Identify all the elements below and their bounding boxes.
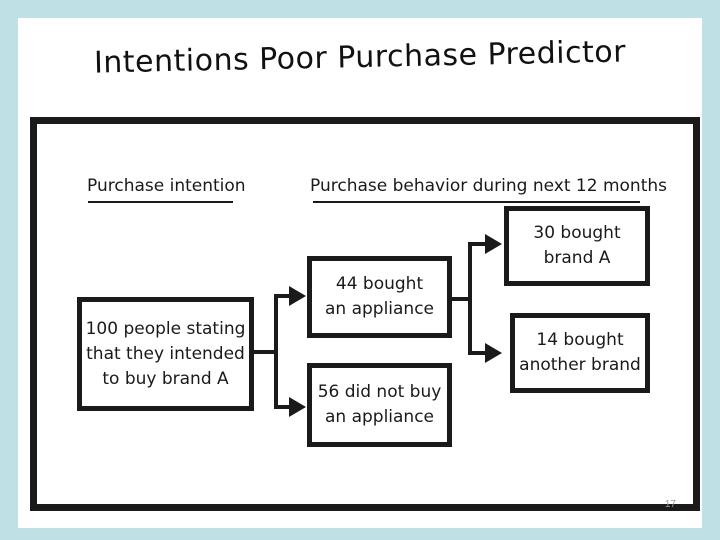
box-44-bought-appliance: 44 bought an appliance xyxy=(307,256,452,338)
arrowhead-icon xyxy=(289,286,306,306)
box-44-bought-appliance-label: 44 bought an appliance xyxy=(324,274,435,319)
arrowhead-icon xyxy=(485,234,502,254)
purchase-intention-underline xyxy=(88,201,233,203)
box-30-bought-brand-a-label: 30 bought brand A xyxy=(533,223,621,268)
box-14-bought-another-brand-label: 14 bought another brand xyxy=(519,330,641,375)
box-56-did-not-buy-label: 56 did not buy an appliance xyxy=(317,382,442,427)
purchase-behavior-underline xyxy=(313,201,640,203)
purchase-behavior-header: Purchase behavior during next 12 months xyxy=(310,176,667,196)
box-56-did-not-buy: 56 did not buy an appliance xyxy=(307,363,452,447)
flow-connectors xyxy=(254,234,502,417)
box-14-bought-another-brand: 14 bought another brand xyxy=(510,313,650,393)
page-number: 17 xyxy=(664,499,676,510)
arrowhead-icon xyxy=(485,343,502,363)
purchase-intention-header: Purchase intention xyxy=(87,176,246,196)
box-100-people-intending: 100 people stating that they intended to… xyxy=(77,297,254,411)
arrowhead-icon xyxy=(289,397,306,417)
box-30-bought-brand-a: 30 bought brand A xyxy=(504,206,650,286)
slide: Intentions Poor Purchase Predictor Purch… xyxy=(18,18,702,528)
box-100-people-intending-label: 100 people stating that they intended to… xyxy=(85,318,246,389)
